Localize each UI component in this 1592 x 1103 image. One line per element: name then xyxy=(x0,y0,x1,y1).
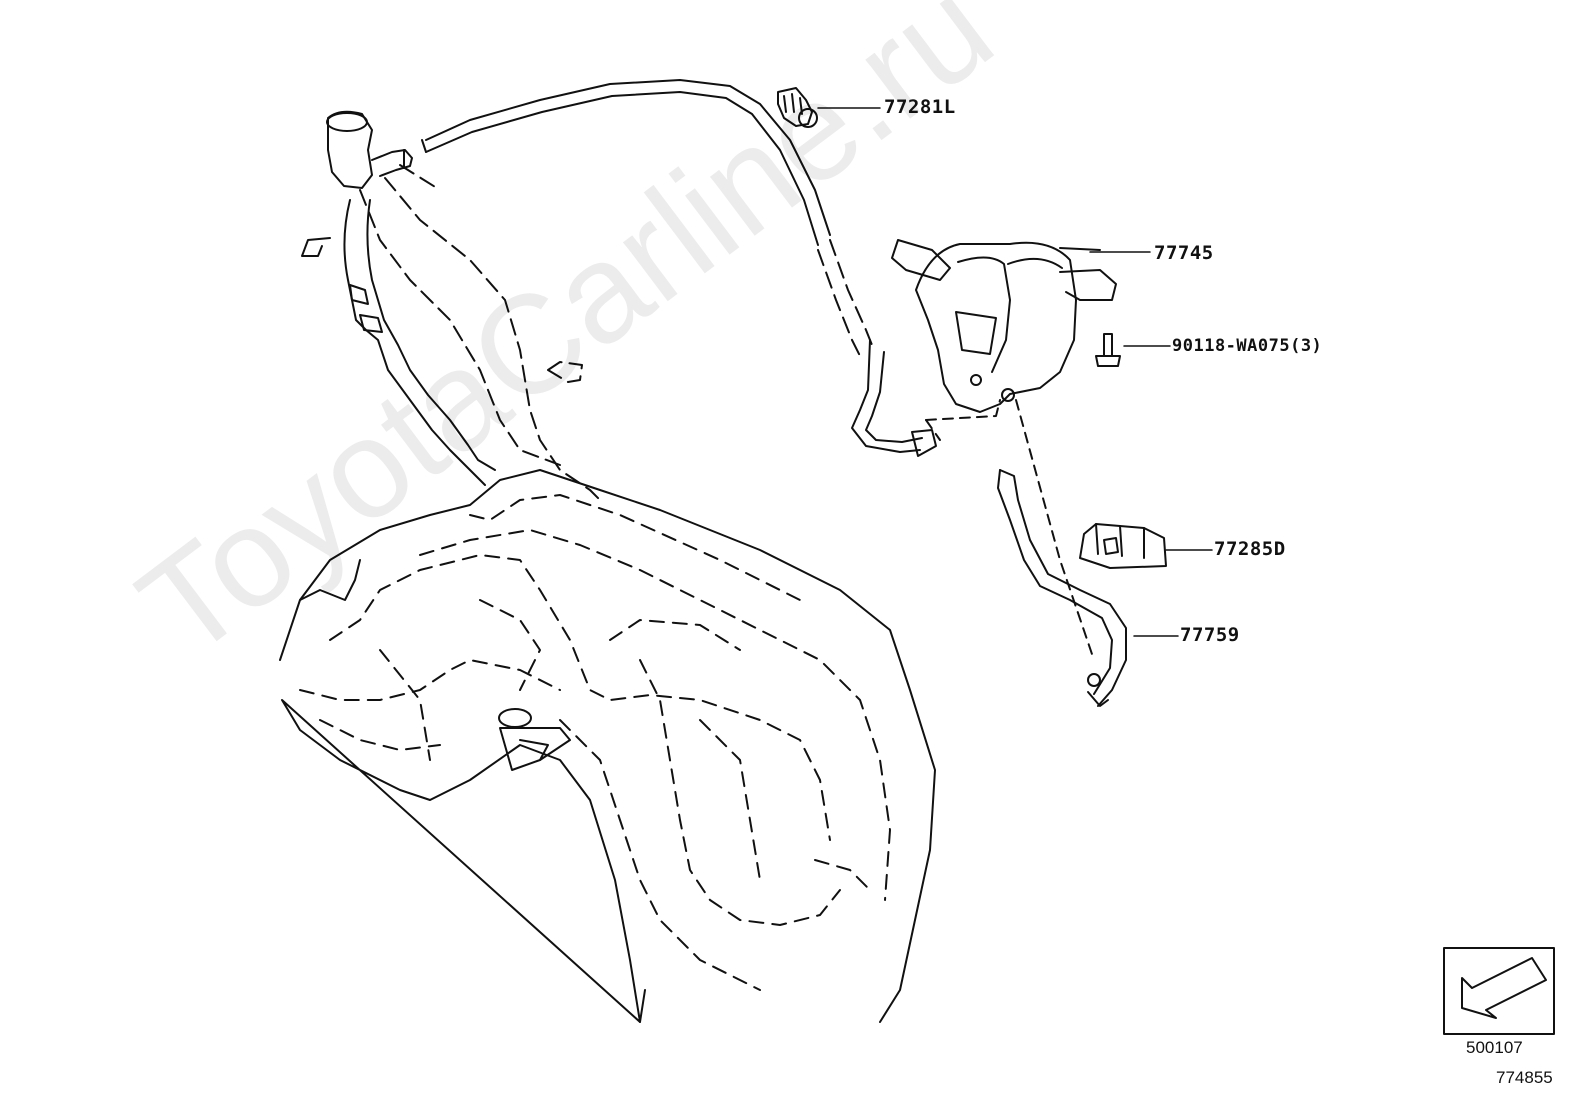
tank-pump-flange xyxy=(498,708,571,771)
bolt-90118 xyxy=(1095,333,1171,367)
direction-box xyxy=(1443,947,1555,1035)
reference-code: 500107 xyxy=(1466,1038,1523,1057)
canister-77745 xyxy=(891,239,1151,413)
illustration-number: 774855 xyxy=(1496,1068,1553,1087)
callout-77281L: 77281L xyxy=(884,96,956,118)
fuel-tank xyxy=(279,469,936,1023)
callout-77285D: 77285D xyxy=(1214,538,1286,560)
callout-90118-WA075: 90118-WA075(3) xyxy=(1172,336,1323,356)
callout-77745: 77745 xyxy=(1154,242,1214,264)
filler-neck xyxy=(301,110,496,486)
callout-77759: 77759 xyxy=(1180,624,1240,646)
bracket-77285D xyxy=(1079,523,1213,569)
clamp-77281L xyxy=(777,87,881,128)
tank-relief-lines xyxy=(299,494,891,991)
canister-leaders xyxy=(925,399,1095,661)
hose-77759 xyxy=(997,469,1179,707)
breather-hose xyxy=(421,79,937,457)
routing-dashed xyxy=(359,164,601,501)
